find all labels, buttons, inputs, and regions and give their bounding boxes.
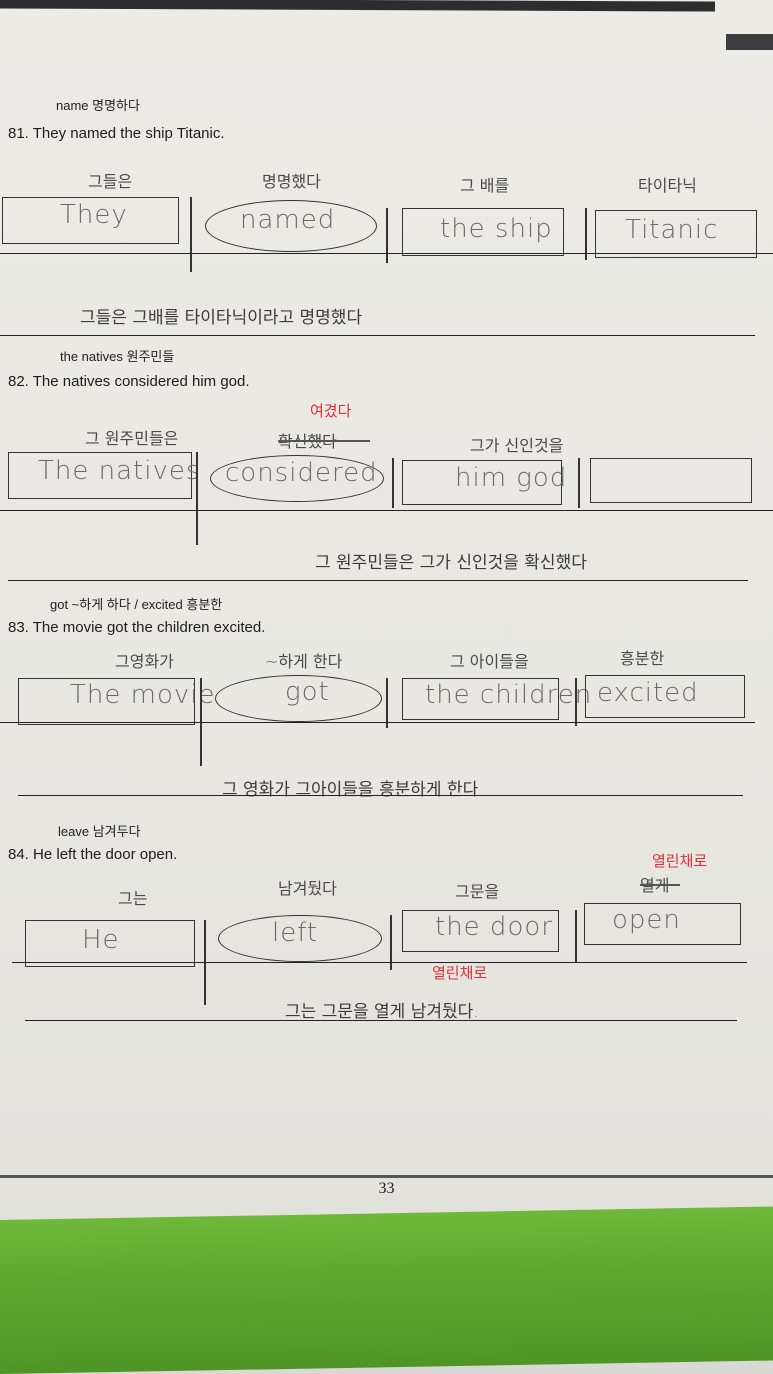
- handwritten-label: 흥분한: [620, 649, 665, 668]
- divider: [386, 208, 388, 263]
- complement-box: [584, 903, 741, 945]
- object-text: the children: [425, 680, 593, 710]
- verb-text: left: [272, 918, 319, 948]
- handwritten-label: 그가 신인것을: [470, 436, 564, 455]
- handwritten-label: 그들은: [88, 172, 133, 191]
- complement-text: open: [612, 905, 681, 935]
- baseline-rule: [0, 510, 773, 511]
- handwritten-label: 그 아이들을: [450, 652, 529, 671]
- translation-rule: [0, 335, 755, 336]
- object-box: [402, 208, 564, 256]
- subject-text: The natives: [38, 456, 201, 486]
- handwritten-label: 확신했다: [278, 432, 337, 451]
- divider: [575, 678, 577, 726]
- exercise-sentence: 81. They named the ship Titanic.: [8, 125, 225, 142]
- red-correction: 열린채로: [432, 964, 488, 982]
- subject-box: [25, 920, 195, 967]
- exercise-sentence: 82. The natives considered him god.: [8, 373, 250, 390]
- exercise-sentence: 83. The movie got the children excited.: [8, 619, 266, 636]
- complement-box: [585, 675, 745, 718]
- subject-text: He: [82, 925, 120, 955]
- translation: 그들은 그배를 타이타닉이라고 명명했다: [80, 308, 363, 328]
- subject-box: [8, 452, 192, 499]
- verb-oval: [205, 200, 377, 252]
- verb-text: got: [285, 677, 330, 707]
- vocab-hint: got ~하게 하다 / excited 흥분한: [50, 597, 223, 612]
- object-text: the door: [435, 912, 553, 942]
- subject-text: They: [60, 200, 128, 230]
- object-box: [402, 460, 562, 505]
- baseline-rule: [0, 722, 755, 723]
- divider: [392, 458, 394, 508]
- verb-text: named: [240, 205, 336, 235]
- handwritten-label: ~하게 한다: [265, 652, 343, 671]
- subject-box: [18, 678, 195, 725]
- object-box: [402, 678, 559, 720]
- handwritten-label: 명명했다: [262, 172, 321, 191]
- handwritten-label: 남겨뒀다: [278, 879, 337, 898]
- complement-box: [595, 210, 757, 258]
- subject-text: The movie: [70, 680, 216, 710]
- header-tab: [726, 34, 773, 50]
- handwritten-label: 그 배를: [460, 176, 510, 195]
- vocab-hint: the natives 원주민들: [60, 349, 175, 364]
- complement-box: [590, 458, 752, 503]
- divider: [196, 452, 198, 545]
- page-number: 33: [378, 1180, 395, 1197]
- handwritten-label: 열게: [640, 876, 670, 895]
- vocab-hint: name 명명하다: [56, 98, 140, 113]
- verb-oval: [210, 455, 384, 502]
- divider: [575, 910, 577, 962]
- handwritten-label: 그는: [118, 889, 148, 908]
- object-text: him god: [455, 463, 568, 493]
- translation: 그 원주민들은 그가 신인것을 확신했다: [315, 553, 587, 573]
- object-text: the ship: [440, 214, 553, 244]
- object-box: [402, 910, 559, 952]
- verb-oval: [215, 675, 382, 722]
- exercise-sentence: 84. He left the door open.: [8, 846, 178, 863]
- handwritten-label: 타이타닉: [638, 176, 697, 195]
- divider: [585, 208, 587, 260]
- red-correction: 열린채로: [652, 852, 708, 870]
- translation-rule: [25, 1020, 737, 1021]
- divider: [190, 197, 192, 272]
- verb-oval: [218, 915, 382, 962]
- translation: 그는 그문을 열게 남겨뒀다.: [285, 1002, 479, 1022]
- divider: [390, 915, 392, 970]
- translation: 그 영화가 그아이들을 흥분하게 한다: [222, 780, 479, 800]
- strikethrough: [640, 884, 680, 886]
- translation-rule: [8, 580, 748, 581]
- translation-rule: [18, 795, 743, 796]
- vocab-hint: leave 남겨두다: [58, 824, 141, 839]
- handwritten-label: 그문을: [455, 882, 500, 901]
- baseline-rule: [12, 962, 747, 963]
- divider: [386, 678, 388, 728]
- strikethrough: [278, 440, 370, 442]
- baseline-rule: [0, 253, 773, 254]
- complement-text: Titanic: [625, 215, 719, 245]
- handwritten-label: 그 원주민들은: [85, 429, 179, 448]
- complement-text: excited: [597, 678, 699, 708]
- subject-box: [2, 197, 179, 244]
- desk-surface: [0, 1206, 773, 1374]
- handwritten-label: 그영화가: [115, 652, 174, 671]
- footer-rule: [0, 1175, 773, 1178]
- divider: [578, 458, 580, 508]
- verb-text: considered: [225, 458, 378, 488]
- red-correction: 여겼다: [310, 402, 352, 420]
